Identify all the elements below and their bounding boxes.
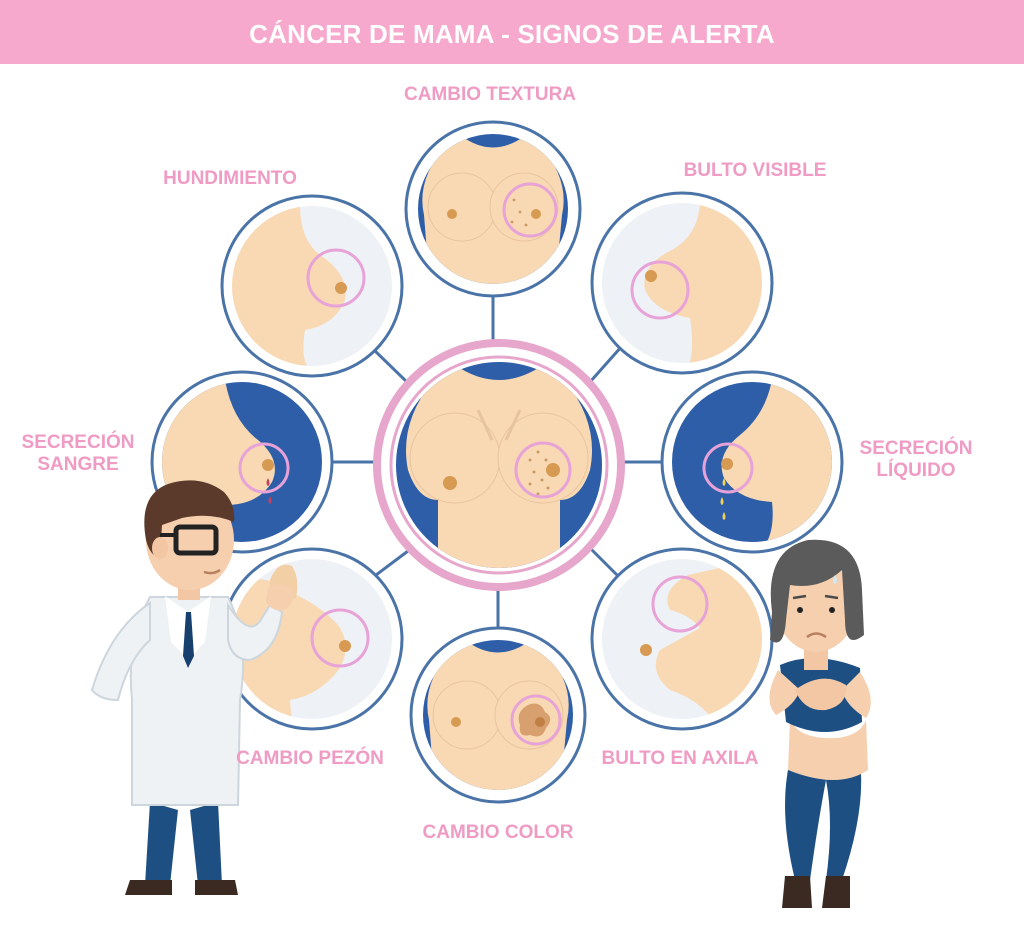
label-bulto-visible: BULTO VISIBLE [683, 160, 827, 181]
patient-figure [769, 539, 871, 908]
label-cambio-textura: CAMBIO TEXTURA [403, 84, 577, 105]
page-title: CÁNCER DE MAMA - SIGNOS DE ALERTA [249, 19, 775, 49]
sign-bulto-visible-illustration [590, 191, 774, 375]
label-secrecion-sangre: SECRECIÓN SANGRE [8, 432, 148, 476]
sign-cambio-pezon-illustration [220, 547, 404, 731]
label-secrecion-liquido-line2: LÍQUIDO [876, 460, 956, 481]
center-illustration [373, 339, 625, 591]
label-secrecion-liquido-line1: SECRECIÓN [859, 438, 973, 459]
label-secrecion-sangre-line1: SECRECIÓN [21, 432, 135, 453]
label-secrecion-liquido: SECRECIÓN LÍQUIDO [846, 438, 986, 482]
label-cambio-pezon: CAMBIO PEZÓN [236, 748, 384, 769]
sign-bulto-axila-illustration [590, 547, 774, 731]
doctor-figure [90, 480, 294, 895]
sign-cambio-color-illustration [409, 626, 587, 804]
sign-hundimiento-illustration [220, 194, 404, 378]
sign-secrecion-liquido-illustration [660, 370, 844, 554]
label-cambio-color: CAMBIO COLOR [422, 822, 574, 843]
title-banner [0, 0, 1024, 64]
label-hundimiento: HUNDIMIENTO [163, 168, 297, 189]
sign-cambio-textura-illustration [404, 120, 582, 298]
label-bulto-axila: BULTO EN AXILA [601, 748, 759, 769]
label-secrecion-sangre-line2: SANGRE [37, 454, 119, 475]
